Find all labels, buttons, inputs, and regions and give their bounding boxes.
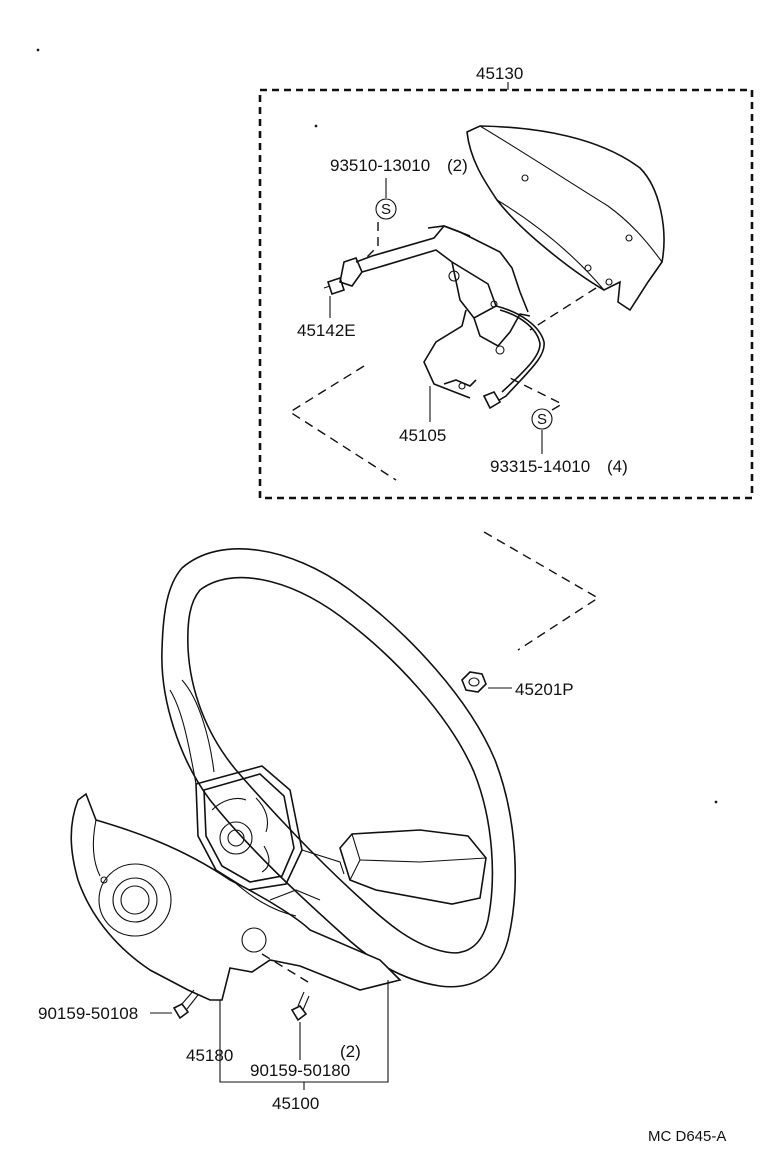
label-90159-50180-qty: (2)	[340, 1042, 361, 1061]
horn-bracket-drawing	[323, 225, 545, 410]
label-45105: 45105	[399, 426, 446, 445]
horn-pad-drawing	[466, 125, 665, 312]
lower-cover-drawing	[70, 792, 402, 1001]
nut-drawing	[461, 671, 487, 693]
diagram-code: MC D645-A	[648, 1128, 726, 1145]
standard-part-symbol-lower	[531, 408, 553, 430]
label-90159-50180: 90159-50180	[250, 1061, 350, 1080]
assembly-dashed-box	[258, 88, 754, 500]
label-45100: 45100	[272, 1094, 319, 1113]
label-45180: 45180	[186, 1046, 233, 1065]
pad-assembly-group: 45130	[258, 64, 754, 500]
label-45142E: 45142E	[297, 321, 356, 340]
label-93315-14010: 93315-14010	[490, 457, 590, 476]
bolt-center-drawing	[290, 991, 310, 1022]
label-45201P: 45201P	[515, 680, 574, 699]
label-45130: 45130	[476, 64, 523, 83]
standard-part-symbol-upper	[375, 198, 397, 220]
symbol-s-lower: S	[537, 411, 547, 428]
label-93315-qty: (4)	[607, 457, 628, 476]
bolt-left-drawing	[172, 989, 199, 1020]
symbol-s-upper: S	[381, 201, 391, 218]
steering-wheel-drawing	[161, 548, 516, 988]
label-93510-qty: (2)	[447, 156, 468, 175]
label-93510-13010: 93510-13010	[330, 156, 430, 175]
label-90159-50108: 90159-50108	[38, 1004, 138, 1023]
